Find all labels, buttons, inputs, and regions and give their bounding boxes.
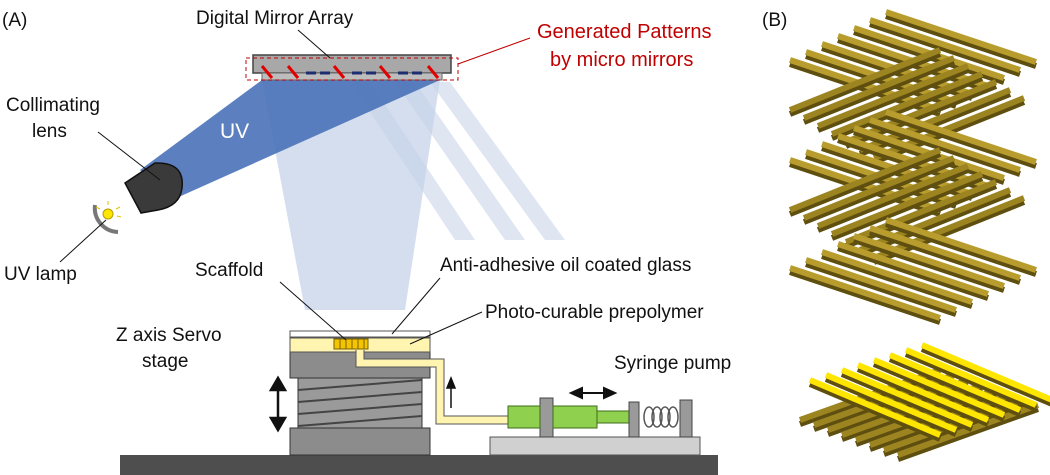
zaxis-label-line2: stage <box>142 351 188 372</box>
syringe-pump <box>489 397 701 456</box>
layer-5-rod-6 <box>885 217 1037 277</box>
prepolymer-tubing <box>355 350 512 425</box>
layer-5-rod-5 <box>869 225 1021 285</box>
syringe-label: Syringe pump <box>614 353 731 374</box>
resin-vat <box>289 330 431 353</box>
assembled-upper-rod-5 <box>888 352 1022 417</box>
uv-beam <box>140 80 440 200</box>
layer-3-rod-6 <box>885 109 1037 169</box>
uv-lamp-label: UV lamp <box>4 264 77 285</box>
layer-4-rod-0 <box>788 147 942 217</box>
layer-2-rod-1 <box>802 55 956 125</box>
scaffold <box>333 338 369 350</box>
pattern-highlight-box <box>245 57 459 81</box>
uv-lamp-leader <box>59 219 107 263</box>
collimating-label-line2: lens <box>32 121 67 142</box>
layer-4-rod-2 <box>816 163 970 233</box>
patterns-leader <box>457 37 531 65</box>
glass-leader <box>391 277 441 335</box>
flow-arrow <box>445 375 457 408</box>
scaffold-label: Scaffold <box>195 260 263 281</box>
layer-5-rod-1 <box>805 257 957 317</box>
z-axis-servo-stage <box>289 351 431 456</box>
zaxis-label-line1: Z axis Servo <box>116 325 222 346</box>
assembled-upper-rod-0 <box>808 377 942 442</box>
layer-5-rod-2 <box>821 249 973 309</box>
scaffold-leader <box>279 281 347 341</box>
base-table <box>120 455 718 475</box>
layer-5-rod-0 <box>789 265 941 325</box>
dma-leader <box>297 29 331 59</box>
prepolymer-leader <box>409 311 483 345</box>
z-axis-arrow <box>268 375 288 433</box>
panel-label-b: (B) <box>762 10 787 31</box>
micro-mirrors <box>260 65 440 79</box>
syringe-direction-arrow <box>568 386 618 400</box>
panel-label-a: (A) <box>2 10 27 31</box>
digital-mirror-array <box>245 54 459 81</box>
prepolymer-label: Photo-curable prepolymer <box>485 302 704 323</box>
stray-beams <box>350 82 565 240</box>
layer-5-rod-4 <box>853 233 1005 293</box>
patterns-label-line1: Generated Patterns <box>537 21 712 43</box>
layer-1-rod-5 <box>869 17 1021 77</box>
uv-label: UV <box>220 120 249 143</box>
layer-5-rod-3 <box>837 241 989 301</box>
dma-label: Digital Mirror Array <box>196 8 354 29</box>
layer-1-rod-6 <box>885 9 1037 69</box>
assembled-upper-rod-7 <box>920 342 1050 407</box>
patterns-label-line2: by micro mirrors <box>550 49 693 71</box>
uv-lamp <box>92 201 122 234</box>
layer-3-rod-5 <box>869 117 1021 177</box>
collimating-leader <box>97 131 161 181</box>
collimating-lens <box>124 162 183 214</box>
assembled-upper-rod-6 <box>904 347 1038 412</box>
assembled-upper-rod-3 <box>856 362 990 427</box>
assembled-upper-rod-2 <box>840 367 974 432</box>
layer-2-rod-2 <box>816 63 970 133</box>
coated-glass <box>289 330 431 338</box>
assembled-upper-rod-1 <box>824 372 958 437</box>
layer-4-rod-1 <box>802 155 956 225</box>
layer-2-rod-0 <box>788 47 942 117</box>
glass-label: Anti-adhesive oil coated glass <box>440 255 691 276</box>
assembled-upper-rod-4 <box>872 357 1006 422</box>
collimating-label-line1: Collimating <box>6 95 100 116</box>
layer-4-rod-3 <box>830 171 984 241</box>
scaffold-layer-stack <box>788 9 1050 462</box>
